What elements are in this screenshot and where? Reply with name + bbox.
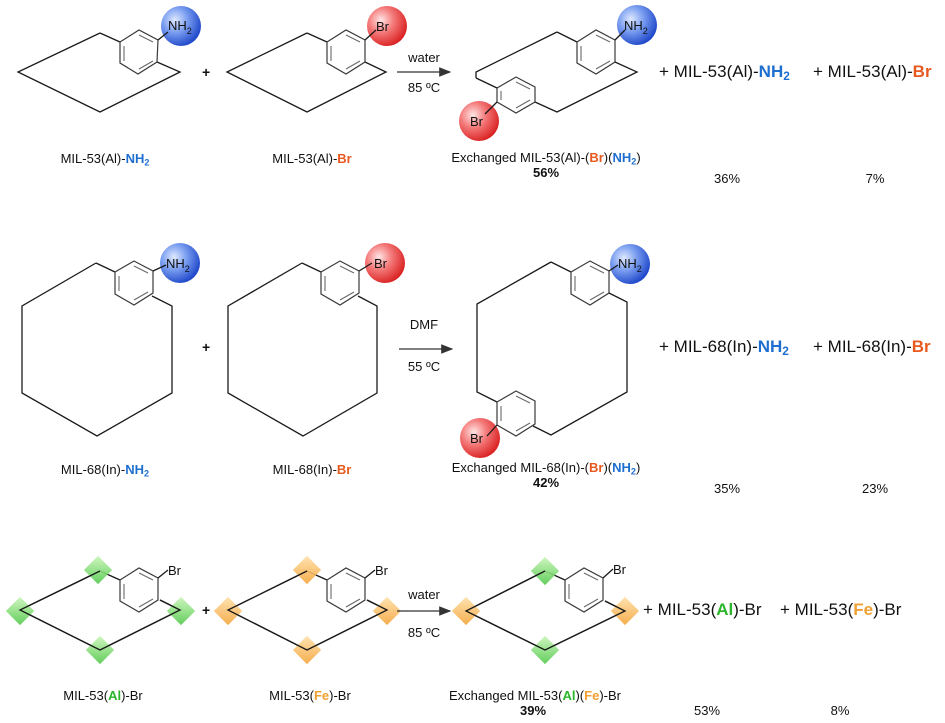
row3-reactant-b-label: MIL-53(Fe)-Br [269, 688, 351, 703]
nh2-ball-icon [161, 6, 201, 46]
reaction-temperature: 85 ºC [407, 80, 441, 95]
br-ball-icon [460, 418, 500, 458]
reaction-temperature: 85 ºC [407, 625, 441, 640]
row1-byproduct-1: + MIL-53(Al)-NH2 [659, 62, 790, 83]
al-node-icon [166, 596, 196, 626]
row1-product-label: Exchanged MIL-53(Al)-(Br)(NH2) [451, 150, 641, 167]
fe-node-icon [372, 596, 402, 626]
al-node-icon [83, 555, 113, 585]
nh2-ball-icon [160, 243, 200, 283]
reaction-solvent: water [408, 50, 440, 65]
row3-product-structure: Br [451, 556, 640, 665]
row1-reactant-a-structure: NH2 [16, 6, 201, 113]
row1-byproduct-1-yield: 36% [713, 171, 741, 186]
row3-byproduct-1: + MIL-53(Al)-Br [643, 600, 762, 619]
svg-text:NH2: NH2 [624, 18, 648, 36]
row2-reactant-b-structure: Br [227, 243, 405, 437]
svg-text:NH2: NH2 [168, 18, 192, 36]
row3-byproduct-2-yield: 8% [830, 703, 850, 718]
svg-text:Br: Br [374, 256, 388, 271]
row1-byproduct-2: + MIL-53(Al)-Br [813, 62, 932, 81]
plus-sign: + [202, 64, 211, 80]
row2-reactant-a-label: MIL-68(In)-NH2 [60, 462, 150, 479]
row2-product-yield: 42% [532, 475, 560, 490]
svg-text:Br: Br [376, 19, 390, 34]
row3-byproduct-2: + MIL-53(Fe)-Br [780, 600, 902, 619]
row1-reactant-a-label: MIL-53(Al)-NH2 [60, 151, 150, 168]
benzene-ring-icon [326, 29, 366, 75]
row2-byproduct-2-yield: 23% [861, 481, 889, 496]
row2-product-label: Exchanged MIL-68(In)-(Br)(NH2) [451, 460, 641, 477]
br-ball-icon [367, 6, 407, 46]
row3-reactant-a-structure: Br [5, 555, 196, 665]
svg-text:Br: Br [375, 563, 389, 578]
al-node-icon [5, 596, 35, 626]
svg-text:Br: Br [470, 114, 484, 129]
svg-text:Br: Br [613, 562, 627, 577]
br-ball-icon [365, 243, 405, 283]
row2-reactant-b-label: MIL-68(In)-Br [272, 462, 352, 477]
reaction-solvent: water [408, 587, 440, 602]
row3-product-label: Exchanged MIL-53(Al)(Fe)-Br [449, 688, 621, 703]
nh2-ball-icon [617, 5, 657, 45]
row2-reactant-a-structure: NH2 [21, 243, 200, 437]
svg-text:NH2: NH2 [166, 256, 190, 274]
row3-byproduct-1-yield: 53% [693, 703, 721, 718]
row1-reactant-b-label: MIL-53(Al)-Br [272, 151, 352, 166]
reaction-solvent: DMF [409, 317, 439, 332]
svg-text:NH2: NH2 [618, 256, 642, 274]
row2-product-structure: NH2 Br [460, 244, 650, 458]
row1-product-yield: 56% [532, 165, 560, 180]
row1-product-structure: NH2 Br [459, 5, 657, 141]
row3-product-yield: 39% [519, 703, 547, 718]
nh2-ball-icon [610, 244, 650, 284]
fe-node-icon [213, 596, 243, 626]
row3-reactant-a-label: MIL-53(Al)-Br [63, 688, 143, 703]
row2-byproduct-2: + MIL-68(In)-Br [813, 337, 931, 356]
row1-reactant-b-structure: Br [225, 6, 407, 113]
row2-byproduct-1: + MIL-68(In)-NH2 [659, 337, 789, 358]
reaction-temperature: 55 ºC [407, 359, 441, 374]
plus-sign: + [202, 339, 211, 355]
plus-sign: + [202, 602, 211, 618]
benzene-ring-icon [119, 29, 159, 75]
row1-byproduct-2-yield: 7% [865, 171, 885, 186]
row2-byproduct-1-yield: 35% [713, 481, 741, 496]
fe-node-icon [292, 555, 322, 585]
svg-text:Br: Br [168, 563, 182, 578]
row3-reactant-b-structure: Br [213, 555, 402, 665]
br-ball-icon [459, 101, 499, 141]
svg-text:Br: Br [470, 431, 484, 446]
